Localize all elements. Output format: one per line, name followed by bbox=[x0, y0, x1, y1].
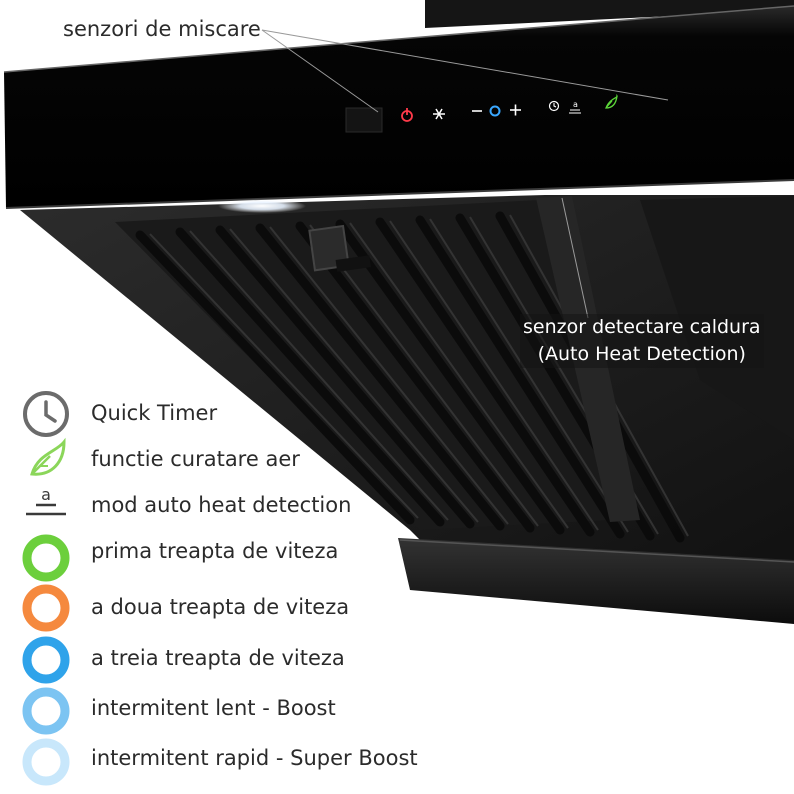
svg-text:a: a bbox=[573, 100, 578, 109]
svg-text:a: a bbox=[41, 485, 51, 504]
plus-icon[interactable] bbox=[510, 104, 521, 116]
front-lip bbox=[398, 538, 794, 624]
leaf-icon bbox=[30, 437, 66, 476]
ring-blue-icon bbox=[22, 636, 70, 684]
legend-item-super-boost: intermitent rapid - Super Boost bbox=[0, 736, 520, 786]
ring-paleblue-icon bbox=[22, 738, 70, 786]
fan-icon[interactable] bbox=[433, 108, 445, 120]
chimney bbox=[425, 0, 794, 28]
ring-lightblue-icon bbox=[22, 687, 70, 735]
auto-heat-icon: a bbox=[26, 485, 66, 516]
legend-label: a treia treapta de viteza bbox=[91, 646, 345, 670]
legend-label: intermitent lent - Boost bbox=[91, 696, 336, 720]
glass-panel bbox=[4, 6, 794, 208]
legend-item-quick-timer: Quick Timer bbox=[0, 388, 520, 438]
legend-label: mod auto heat detection bbox=[91, 493, 352, 517]
legend-item-auto-heat: a mod auto heat detection bbox=[0, 480, 520, 530]
motion-sensors-callout: senzori de miscare bbox=[63, 17, 261, 41]
legend-label: functie curatare aer bbox=[91, 447, 300, 471]
control-panel: a bbox=[401, 93, 618, 122]
speed-indicator-icon bbox=[489, 105, 501, 117]
legend-label: intermitent rapid - Super Boost bbox=[91, 746, 418, 770]
legend-label: Quick Timer bbox=[91, 401, 218, 425]
heat-sensor-callout-line1: senzor detectare caldura bbox=[523, 316, 761, 338]
lamp bbox=[218, 199, 306, 213]
ring-orange-icon bbox=[22, 584, 70, 632]
heat-sensor-callout-line2: (Auto Heat Detection) bbox=[537, 343, 746, 365]
legend-item-air-cleaning: functie curatare aer bbox=[0, 434, 520, 484]
motion-sensor-window bbox=[345, 107, 383, 133]
panel-auto-icon[interactable]: a bbox=[569, 100, 581, 114]
heat-sensor-callout: senzor detectare caldura (Auto Heat Dete… bbox=[520, 314, 764, 368]
power-icon[interactable] bbox=[401, 108, 413, 122]
panel-timer-icon[interactable] bbox=[548, 100, 560, 112]
legend-item-boost: intermitent lent - Boost bbox=[0, 685, 520, 735]
legend-item-speed-1: prima treapta de viteza bbox=[0, 526, 520, 582]
legend-label: prima treapta de viteza bbox=[91, 539, 339, 563]
legend-item-speed-3: a treia treapta de viteza bbox=[0, 634, 520, 684]
legend-label: a doua treapta de viteza bbox=[91, 595, 350, 619]
clock-icon bbox=[23, 391, 69, 437]
ring-green-icon bbox=[22, 534, 70, 582]
panel-leaf-icon[interactable] bbox=[605, 93, 618, 109]
legend-item-speed-2: a doua treapta de viteza bbox=[0, 582, 520, 632]
